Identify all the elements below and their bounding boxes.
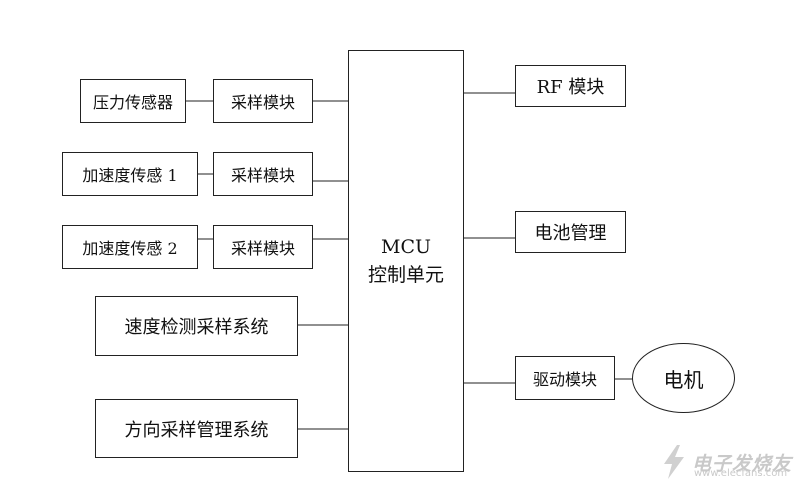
driver-module-label: 驱动模块 — [532, 370, 597, 389]
accel-sensor-1-label: 加速度传感 1 — [82, 166, 178, 185]
accel-sensor-2-label: 加速度传感 2 — [82, 239, 178, 258]
mcu-sublabel: 控制单元 — [367, 264, 444, 286]
mcu-label: MCU — [380, 236, 431, 258]
sampling-module-2: 采样模块 — [213, 152, 313, 196]
speed-detection-system-box: 速度检测采样系统 — [95, 296, 298, 356]
sampling-module-2-label: 采样模块 — [230, 166, 295, 185]
battery-management-box: 电池管理 — [515, 211, 626, 253]
rf-module-box: RF 模块 — [515, 65, 626, 107]
sampling-module-1: 采样模块 — [213, 79, 313, 123]
battery-management-label: 电池管理 — [534, 223, 607, 244]
pressure-sensor-box: 压力传感器 — [80, 79, 186, 123]
speed-detection-system-label: 速度检测采样系统 — [124, 317, 269, 338]
sampling-module-1-label: 采样模块 — [230, 93, 295, 112]
driver-module-box: 驱动模块 — [515, 356, 615, 400]
motor-ellipse: 电机 — [632, 343, 735, 413]
direction-management-system-label: 方向采样管理系统 — [124, 419, 269, 441]
lightning-logo-icon — [664, 445, 684, 479]
sampling-module-3-label: 采样模块 — [230, 239, 295, 258]
pressure-sensor-label: 压力传感器 — [92, 93, 173, 112]
watermark: 电子发烧友 www.elecfans.com — [660, 440, 808, 484]
accel-sensor-2-box: 加速度传感 2 — [62, 225, 198, 269]
sampling-module-3: 采样模块 — [213, 225, 313, 269]
rf-module-label: RF 模块 — [536, 77, 605, 98]
accel-sensor-1-box: 加速度传感 1 — [62, 152, 198, 196]
watermark-url: www.elecfans.com — [694, 468, 788, 479]
mcu-control-unit: MCU 控制单元 — [348, 50, 464, 472]
motor-label: 电机 — [663, 367, 704, 392]
direction-management-system-box: 方向采样管理系统 — [95, 399, 298, 458]
watermark-text: 电子发烧友 — [692, 452, 793, 475]
